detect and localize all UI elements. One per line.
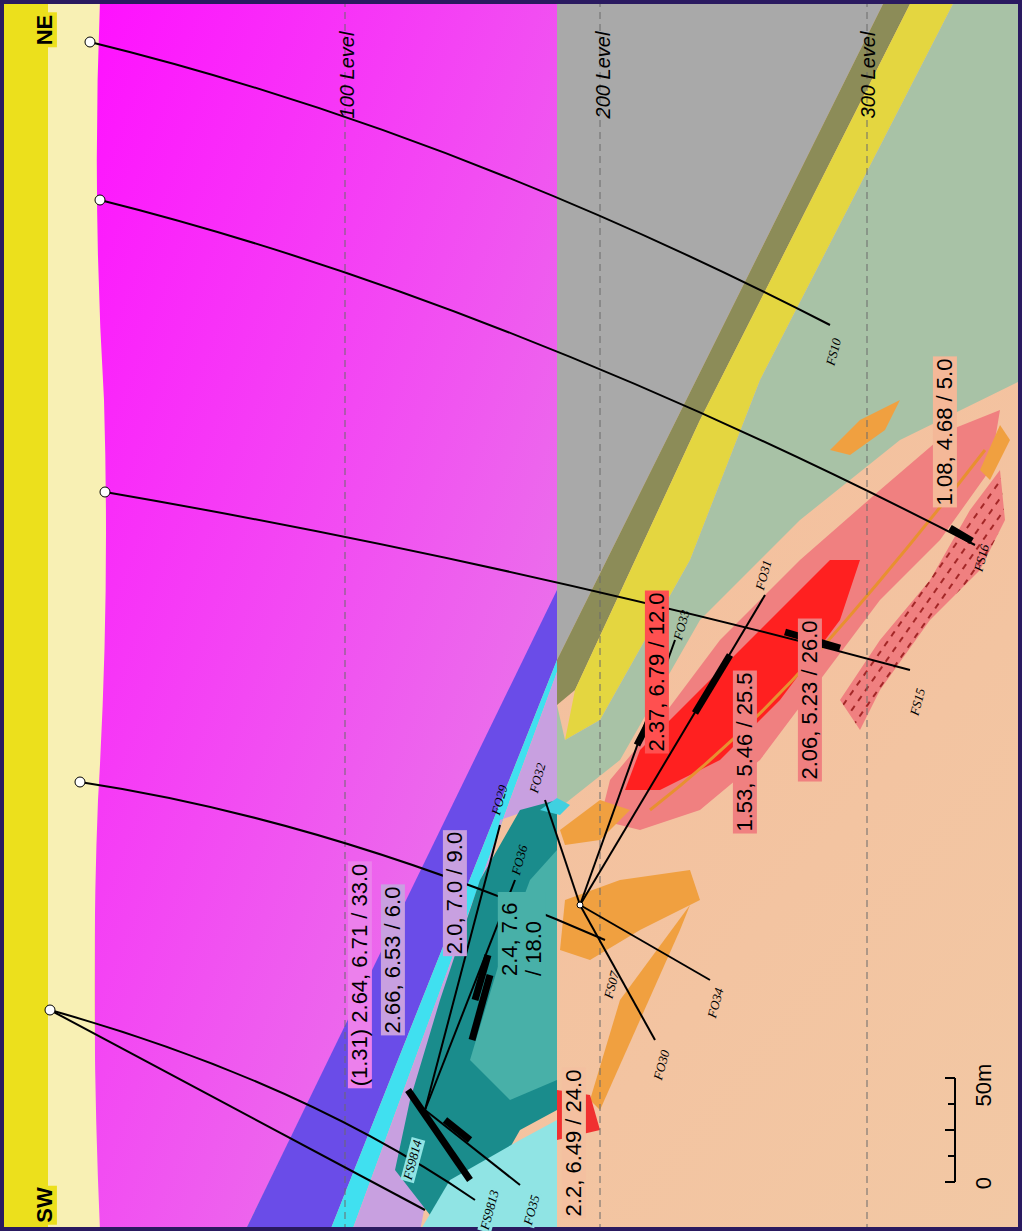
assay-intercept: 1.53, 5.46 / 25.5 [733, 670, 757, 833]
assay-intercept: 2.06, 5.23 / 26.0 [798, 618, 822, 781]
scale-label: 50m [972, 1064, 996, 1107]
assay-intercept: (1.31) 2.64, 6.71 / 33.0 [348, 862, 372, 1089]
assay-intercept: 1.08, 4.68 / 5.0 [933, 357, 957, 508]
direction-label: SW [33, 1185, 57, 1224]
level-label: 200 Level [592, 32, 614, 119]
level-label: 300 Level [857, 32, 879, 119]
assay-intercept: 2.66, 6.53 / 6.0 [381, 885, 405, 1036]
assay-intercept: 2.4, 7.6 / 18.0 [498, 892, 546, 978]
assay-intercept: 2.0, 7.0 / 9.0 [443, 830, 467, 956]
assay-intercept: 2.2, 6.49 / 24.0 [562, 1068, 586, 1219]
level-label: 100 Level [336, 32, 358, 119]
direction-label: NE [33, 13, 57, 48]
scale-label: 0 [972, 1177, 996, 1189]
assay-intercept: 2.37, 6.79 / 12.0 [645, 590, 669, 753]
